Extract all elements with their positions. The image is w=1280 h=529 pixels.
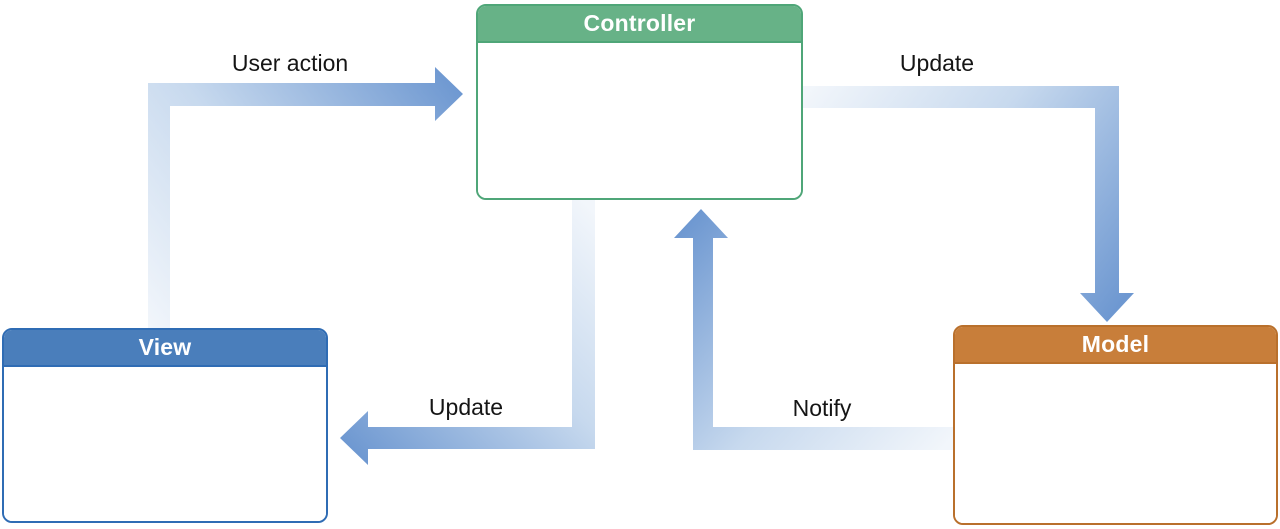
- model-header: Model: [955, 327, 1276, 364]
- controller-title: Controller: [583, 10, 696, 36]
- edge-label-update-model: Update: [899, 50, 975, 76]
- controller-node: Controller: [476, 4, 803, 200]
- update-model-arrow: [803, 86, 1134, 322]
- model-node: Model: [953, 325, 1278, 525]
- edge-label-notify: Notify: [792, 395, 852, 421]
- model-title: Model: [1081, 331, 1150, 357]
- update-view-arrow: [340, 200, 595, 465]
- controller-header: Controller: [478, 6, 801, 43]
- view-title: View: [138, 334, 192, 360]
- controller-body: [478, 43, 801, 198]
- view-header: View: [4, 330, 326, 367]
- model-body: [955, 364, 1276, 523]
- edge-label-user-action: User action: [231, 50, 349, 76]
- user-action-arrow: [148, 67, 463, 328]
- edge-label-update-view: Update: [428, 394, 504, 420]
- notify-arrow: [674, 209, 953, 450]
- view-body: [4, 367, 326, 521]
- view-node: View: [2, 328, 328, 523]
